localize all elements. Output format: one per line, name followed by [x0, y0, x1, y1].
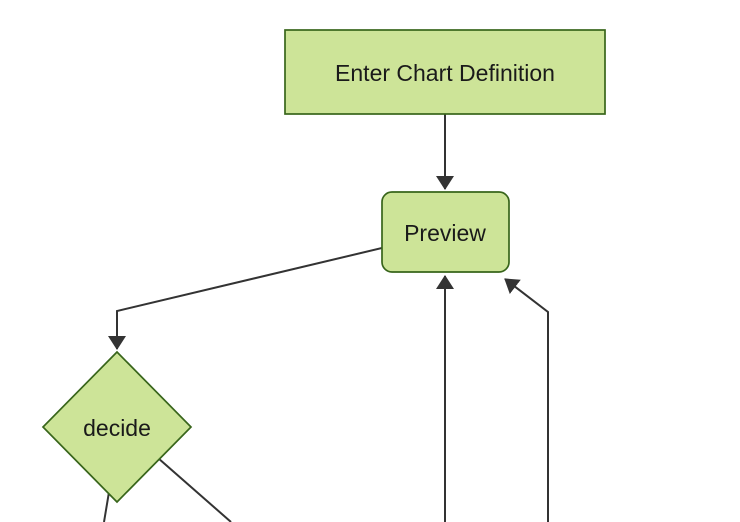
edge-decide-to-offscreen-bottom-right — [149, 450, 232, 522]
rounded-rectangle-shape — [381, 191, 510, 273]
node-enter-chart-definition: Enter Chart Definition — [284, 29, 606, 115]
edge-offscreen-bottom-to-preview-corner — [504, 278, 549, 522]
node-label-preview: Preview — [404, 220, 486, 246]
node-preview: Preview — [381, 191, 510, 273]
node-decide: decide — [41, 350, 193, 504]
edges-layer — [103, 114, 549, 522]
node-label-decide: decide — [83, 415, 151, 441]
edge-preview-to-decide — [108, 247, 383, 350]
diamond-shape — [41, 350, 193, 504]
node-label-enter-chart-definition: Enter Chart Definition — [335, 60, 555, 86]
rectangle-shape — [284, 29, 606, 115]
